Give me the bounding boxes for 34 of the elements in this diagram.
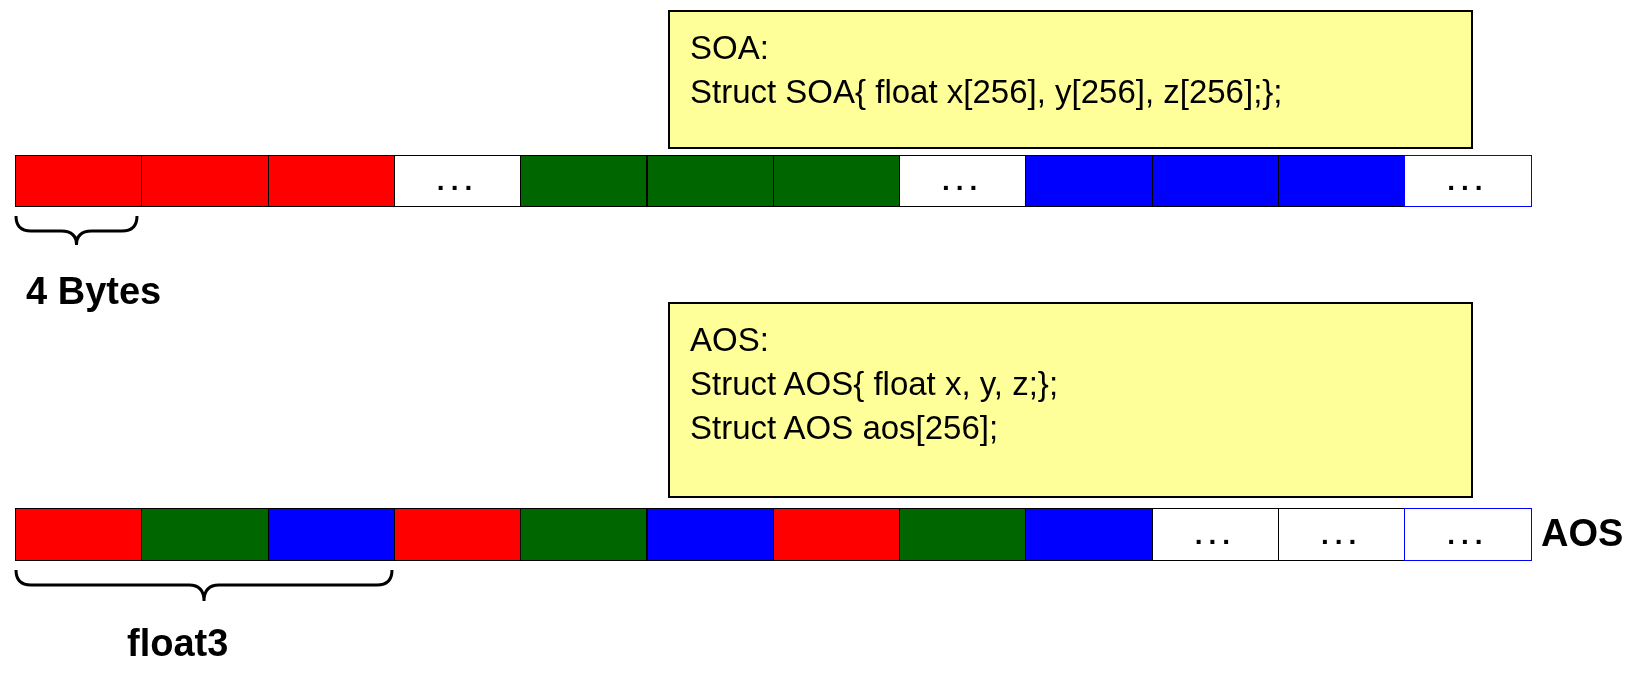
memory-cell <box>646 508 774 561</box>
row-label: AOS <box>1541 512 1624 555</box>
bracket-label: 4 Bytes <box>26 270 162 313</box>
memory-cell: ... <box>1151 508 1279 561</box>
code-note-box <box>668 302 1473 498</box>
memory-cell: ... <box>1404 155 1532 207</box>
bracket-label: float3 <box>127 622 229 665</box>
memory-cell <box>15 508 143 561</box>
memory-cell <box>772 508 901 561</box>
code-line: Struct AOS{ float x, y, z;}; <box>690 364 1060 404</box>
code-line: Struct AOS aos[256]; <box>690 408 1000 448</box>
memory-cell <box>1025 508 1153 561</box>
memory-cell <box>15 155 143 207</box>
memory-cell <box>1025 155 1153 207</box>
memory-cell: ... <box>899 155 1027 207</box>
memory-cell <box>520 508 648 561</box>
memory-cell: ... <box>1278 508 1406 561</box>
memory-cell: ... <box>1404 508 1532 561</box>
memory-cell <box>1278 155 1406 207</box>
memory-cell <box>646 155 774 207</box>
memory-cell <box>267 155 395 207</box>
memory-cell: ... <box>393 155 522 207</box>
note-heading: SOA: <box>690 28 770 68</box>
memory-cell <box>141 508 269 561</box>
code-line: Struct SOA{ float x[256], y[256], z[256];}; <box>690 72 1284 112</box>
memory-cell <box>899 508 1027 561</box>
memory-cell <box>1151 155 1279 207</box>
memory-cell <box>393 508 522 561</box>
memory-cell <box>267 508 395 561</box>
note-heading: AOS: <box>690 320 770 360</box>
code-note-box <box>668 10 1473 149</box>
memory-cell <box>141 155 269 207</box>
memory-cell <box>772 155 901 207</box>
memory-cell <box>520 155 648 207</box>
